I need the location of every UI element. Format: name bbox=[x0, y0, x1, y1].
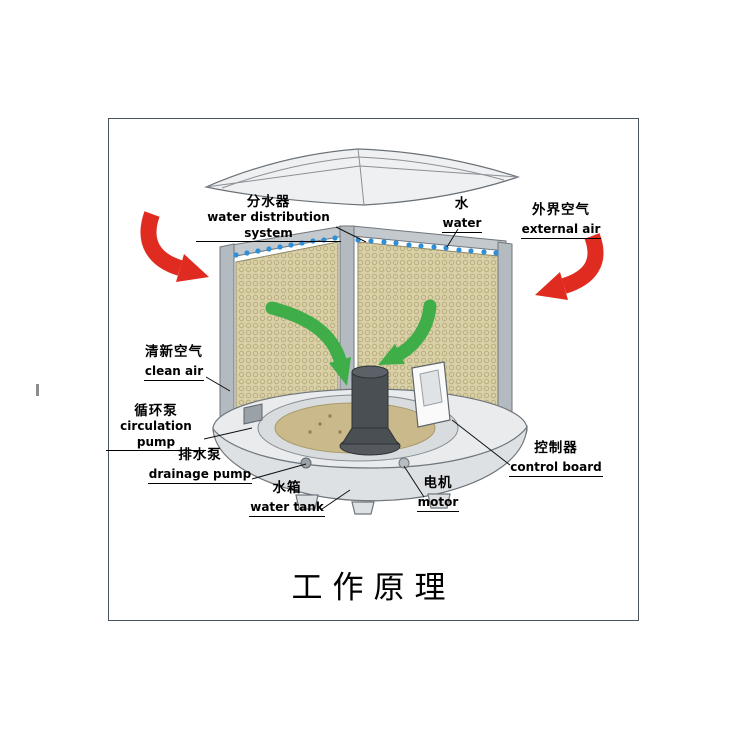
roof-lid bbox=[204, 148, 520, 206]
clean-air-arrows bbox=[265, 299, 437, 386]
label-drainage-pump: 排水泵 drainage pump bbox=[146, 447, 254, 484]
label-external-air: 外界空气 external air bbox=[514, 202, 608, 239]
label-control-board-zh: 控制器 bbox=[534, 440, 578, 456]
leader-lines bbox=[203, 226, 511, 510]
label-circulation-pump: 循环泵 circulation pump bbox=[106, 403, 206, 452]
label-clean-air-en: clean air bbox=[143, 364, 205, 381]
label-water-tank-zh: 水箱 bbox=[272, 480, 302, 496]
label-control-board: 控制器 control board bbox=[508, 440, 604, 477]
label-clean-air: 清新空气 clean air bbox=[138, 344, 210, 381]
circulation-pump-part bbox=[243, 403, 263, 425]
label-external-air-zh: 外界空气 bbox=[532, 202, 590, 218]
label-water-tank: 水箱 water tank bbox=[248, 480, 326, 517]
label-water-distribution-zh: 分水器 bbox=[246, 194, 291, 210]
label-clean-air-zh: 清新空气 bbox=[145, 344, 203, 360]
label-external-air-en: external air bbox=[520, 222, 602, 239]
label-water-en: water bbox=[441, 216, 483, 233]
label-water-distribution-en: water distribution system bbox=[196, 210, 341, 243]
label-motor: 电机 motor bbox=[412, 475, 464, 512]
diagram-title: 工作原理 bbox=[291, 570, 456, 606]
external-air-arrow-right bbox=[535, 233, 604, 300]
label-circulation-pump-en: circulation pump bbox=[106, 419, 206, 452]
label-water: 水 water bbox=[436, 196, 488, 233]
label-motor-en: motor bbox=[416, 495, 460, 512]
water-droplets bbox=[233, 235, 499, 258]
label-drainage-pump-zh: 排水泵 bbox=[178, 447, 222, 463]
external-air-arrow-left bbox=[140, 211, 209, 282]
control-board-part bbox=[411, 361, 451, 428]
motor-part bbox=[339, 365, 401, 456]
label-water-tank-en: water tank bbox=[249, 500, 325, 517]
label-water-zh: 水 bbox=[454, 196, 470, 212]
drainage-pump-part bbox=[300, 457, 312, 469]
label-motor-zh: 电机 bbox=[423, 475, 453, 491]
label-control-board-en: control board bbox=[509, 460, 603, 477]
label-drainage-pump-en: drainage pump bbox=[147, 467, 253, 484]
motor-mount bbox=[398, 457, 410, 469]
label-circulation-pump-zh: 循环泵 bbox=[134, 403, 178, 419]
edge-artifact-mark bbox=[36, 384, 39, 396]
label-water-distribution: 分水器 water distribution system bbox=[196, 194, 341, 243]
